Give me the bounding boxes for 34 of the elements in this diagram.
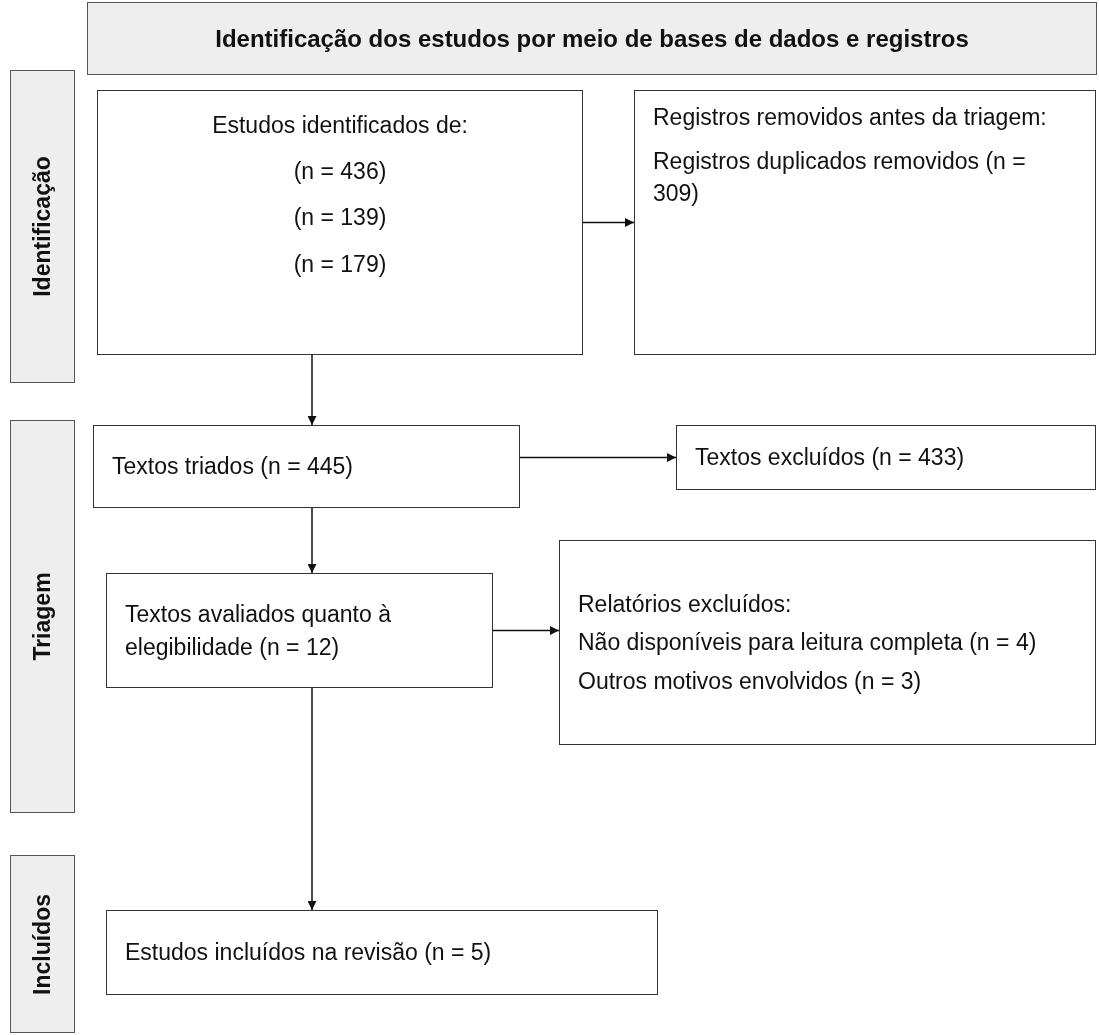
phase-band — [10, 70, 75, 383]
arrow — [582, 218, 635, 227]
arrow — [519, 453, 677, 462]
box-heading: Registros removidos antes da triagem: — [653, 103, 1047, 132]
arrow — [307, 354, 317, 426]
arrow — [307, 687, 317, 911]
reports-excluded-box — [559, 540, 1096, 745]
box-text: Estudos incluídos na revisão (n = 5) — [125, 938, 492, 968]
phase-band — [10, 420, 75, 813]
count-text: (n = 139) — [293, 203, 387, 233]
phase-label: Triagem — [29, 572, 56, 661]
assessed-box — [106, 573, 493, 688]
removed-box — [634, 90, 1096, 355]
phase-band — [10, 855, 75, 1033]
included-box — [106, 910, 658, 995]
box-text: Textos triados (n = 445) — [112, 452, 353, 482]
header-title: Identificação dos estudos por meio de bases de dados e registros — [215, 24, 969, 53]
count-text: (n = 436) — [293, 157, 387, 187]
excluded-box — [676, 425, 1096, 490]
screened-box — [93, 425, 520, 508]
box-text: Não disponíveis para leitura completa (n = 4) — [578, 628, 1037, 658]
box-heading: Relatórios excluídos: — [578, 590, 792, 620]
arrow — [307, 507, 317, 574]
box-text: Textos excluídos (n = 433) — [695, 443, 965, 473]
box-text: Textos avaliados quanto à elegibilidade (n = 12) — [125, 600, 392, 662]
box-heading: Estudos identificados de: — [212, 111, 468, 140]
phase-label: Identificação — [29, 156, 56, 297]
arrow — [492, 626, 560, 635]
box-text: Registros duplicados removidos (n = 309) — [653, 147, 1027, 209]
count-text: (n = 179) — [293, 249, 387, 279]
box-text: Outros motivos envolvidos (n = 3) — [578, 666, 922, 696]
header-band — [87, 2, 1097, 75]
identified-box — [97, 90, 583, 355]
phase-label: Incluídos — [29, 893, 56, 995]
